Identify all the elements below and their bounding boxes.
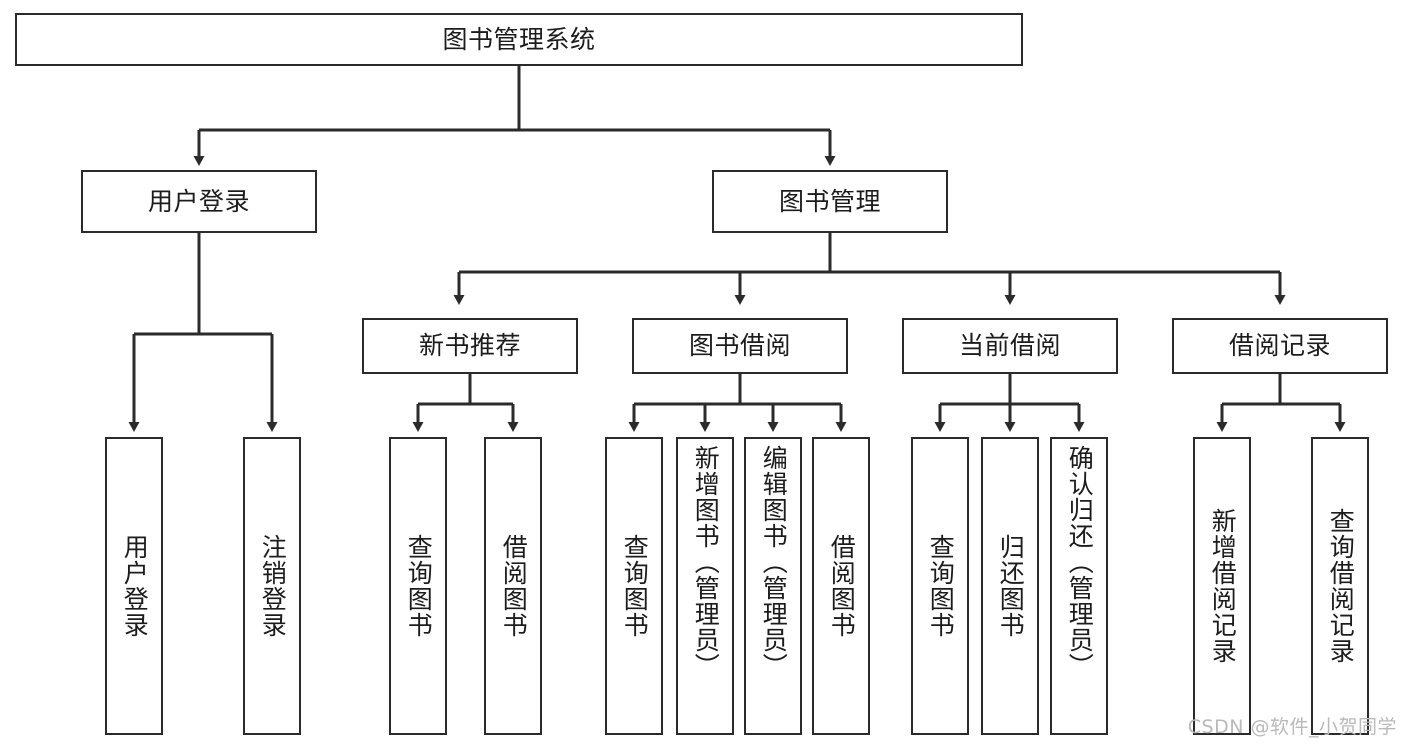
leaf-user-login-signout-label: 注销登录 [258,534,288,638]
leaf-current-query-book-label: 查询图书 [926,534,956,638]
node-current-borrow-label: 当前借阅 [958,331,1061,360]
leaf-current-return-book[interactable]: 归还图书 [981,437,1039,735]
leaf-borrow-query-book-label: 查询图书 [620,534,650,638]
node-user-login-label: 用户登录 [147,186,250,216]
node-user-login[interactable]: 用户登录 [81,170,317,233]
leaf-borrow-add-book-label: 新增图书（管理员） [691,445,721,679]
leaf-new-book-borrow[interactable]: 借阅图书 [484,437,542,735]
leaf-current-confirm-return[interactable]: 确认归还（管理员） [1050,437,1108,735]
leaf-record-add[interactable]: 新增借阅记录 [1193,437,1251,735]
node-book-borrow-label: 图书借阅 [688,331,791,360]
leaf-new-book-borrow-label: 借阅图书 [499,534,529,638]
node-book-management-label: 图书管理 [778,186,881,216]
leaf-new-book-query-label: 查询图书 [404,534,434,638]
leaf-record-query-label: 查询借阅记录 [1326,508,1356,664]
leaf-borrow-add-book[interactable]: 新增图书（管理员） [676,437,734,735]
leaf-current-confirm-return-label: 确认归还（管理员） [1065,445,1095,679]
node-borrow-record[interactable]: 借阅记录 [1172,318,1388,374]
leaf-new-book-query[interactable]: 查询图书 [389,437,447,735]
node-root[interactable]: 图书管理系统 [15,13,1023,66]
leaf-record-query[interactable]: 查询借阅记录 [1311,437,1369,735]
leaf-borrow-edit-book[interactable]: 编辑图书（管理员） [744,437,802,735]
node-new-book-recommend-label: 新书推荐 [418,331,521,360]
node-current-borrow[interactable]: 当前借阅 [902,318,1118,374]
leaf-borrow-borrow-book-label: 借阅图书 [827,534,857,638]
watermark-label: CSDN @软件_小贺同学 [1187,716,1397,738]
node-borrow-record-label: 借阅记录 [1228,331,1331,360]
node-book-management[interactable]: 图书管理 [712,170,948,233]
node-book-borrow[interactable]: 图书借阅 [632,318,848,374]
leaf-borrow-borrow-book[interactable]: 借阅图书 [812,437,870,735]
leaf-user-login-signin[interactable]: 用户登录 [105,437,163,735]
node-new-book-recommend[interactable]: 新书推荐 [362,318,578,374]
leaf-user-login-signout[interactable]: 注销登录 [243,437,301,735]
leaf-record-add-label: 新增借阅记录 [1208,508,1238,664]
leaf-borrow-query-book[interactable]: 查询图书 [605,437,663,735]
leaf-borrow-edit-book-label: 编辑图书（管理员） [759,445,789,679]
node-root-label: 图书管理系统 [442,24,596,54]
leaf-user-login-signin-label: 用户登录 [120,534,150,638]
leaf-current-return-book-label: 归还图书 [996,534,1026,638]
leaf-current-query-book[interactable]: 查询图书 [911,437,969,735]
